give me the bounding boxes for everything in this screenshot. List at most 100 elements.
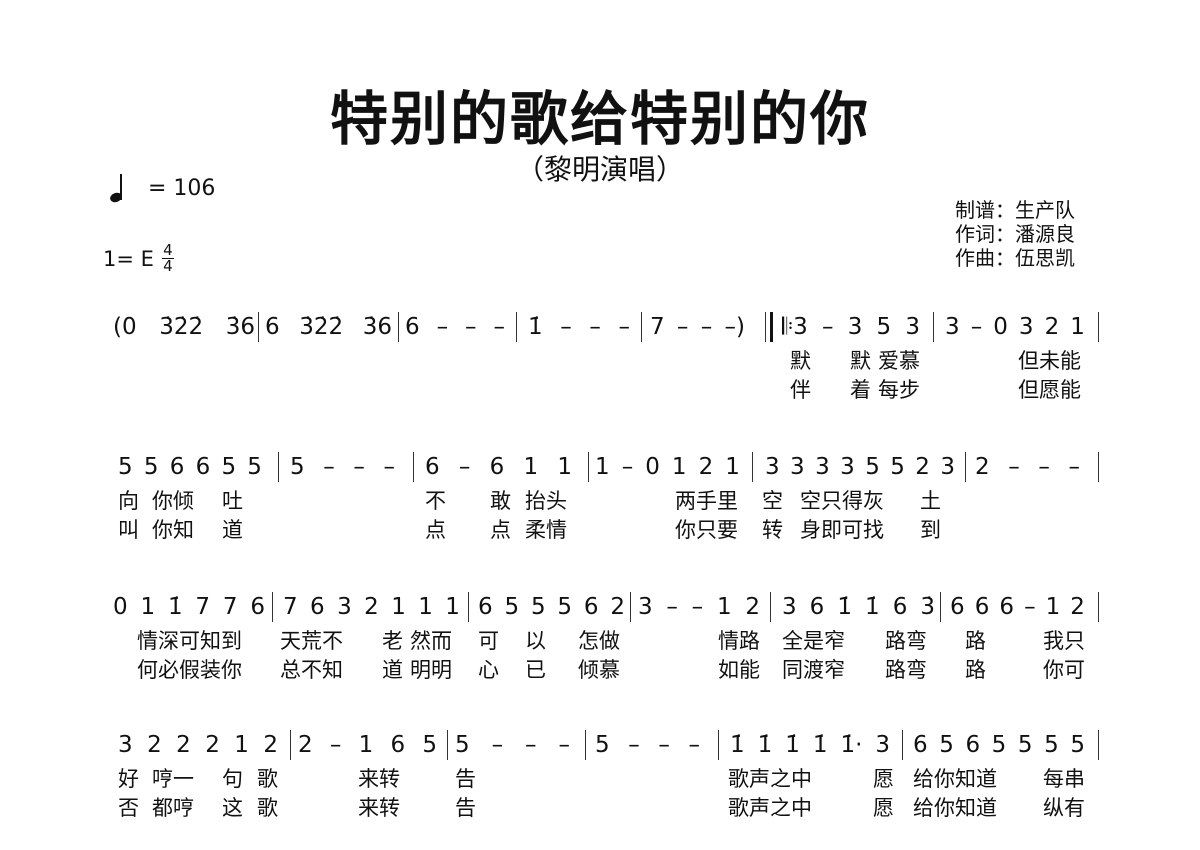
- note: 2: [298, 732, 313, 758]
- note: 5: [557, 594, 573, 620]
- note: 5: [143, 454, 159, 480]
- lyric-verse-2: 歌声之中: [728, 796, 812, 820]
- note: –: [465, 314, 477, 340]
- lyric-verse-2: 路: [965, 658, 986, 682]
- note: 2: [147, 732, 162, 758]
- note: 5: [991, 732, 1007, 758]
- note: 5: [1044, 732, 1059, 758]
- note: 1̇: [528, 314, 543, 340]
- note: 3: [1018, 314, 1034, 340]
- note: –: [700, 314, 713, 340]
- lyric-verse-1: 给你知道: [913, 767, 997, 791]
- note: 1: [358, 732, 374, 758]
- barline: [398, 312, 399, 342]
- note: 5: [221, 454, 237, 480]
- note: 1: [671, 454, 687, 480]
- note: –: [688, 732, 700, 758]
- barline: [752, 452, 753, 482]
- measure: 6–––: [405, 312, 505, 342]
- tempo-marking: = 106: [108, 172, 215, 204]
- lyric-verse-1: 怎做: [578, 629, 620, 653]
- lyric-verse-1: 老: [382, 629, 403, 653]
- lyric-verse-1: 然而: [410, 629, 452, 653]
- barline: [413, 452, 414, 482]
- note: 6: [405, 314, 420, 340]
- note: 1̇: [785, 732, 800, 758]
- barline: [933, 312, 934, 342]
- note: 1̇: [812, 732, 828, 758]
- note: 6: [999, 594, 1015, 620]
- note: (0: [113, 314, 137, 340]
- note: –: [329, 732, 342, 758]
- lyric-verse-1: 路弯: [885, 629, 927, 653]
- barline: [516, 312, 517, 342]
- note: 0: [113, 594, 128, 620]
- note: 5: [118, 454, 133, 480]
- note: –: [436, 314, 449, 340]
- barline: [290, 730, 291, 760]
- barline: [1098, 592, 1099, 622]
- time-top: 4: [163, 241, 173, 259]
- lyric-verse-1: 抬头: [525, 489, 567, 513]
- note: 3: [118, 732, 133, 758]
- note: 2: [364, 594, 379, 620]
- lyric-verse-2: 已: [525, 658, 546, 682]
- note: 1: [445, 594, 460, 620]
- lyric-verse-2: 转: [762, 518, 783, 542]
- note: 1̇: [167, 594, 183, 620]
- barline: [1098, 730, 1099, 760]
- note: 6: [489, 454, 505, 480]
- lyric-verse-1: 全是窄: [782, 629, 845, 653]
- lyric-verse-2: 心: [478, 658, 499, 682]
- note: 0: [993, 314, 1008, 340]
- lyric-verse-1: 不: [425, 489, 446, 513]
- repeat-barline: [765, 312, 773, 342]
- note: –: [560, 314, 572, 340]
- note: 1: [523, 454, 539, 480]
- note: –: [525, 732, 537, 758]
- credit-lyricist: 作词：潘源良: [955, 222, 1075, 246]
- measure: 5–––: [455, 730, 570, 760]
- note: –: [1008, 454, 1020, 480]
- note: –: [1024, 594, 1036, 620]
- note: –: [822, 314, 834, 340]
- barline: [965, 452, 966, 482]
- barline: [1098, 312, 1099, 342]
- note: 5: [455, 732, 470, 758]
- lyric-verse-1: 爱慕: [878, 349, 920, 373]
- note: 5: [530, 594, 546, 620]
- barline: [278, 452, 279, 482]
- barline: [940, 592, 941, 622]
- note: 6: [425, 454, 440, 480]
- note: 2: [263, 732, 278, 758]
- credits: 制谱：生产队 作词：潘源良 作曲：伍思凯: [955, 198, 1075, 270]
- lyric-verse-2: 点: [490, 518, 511, 542]
- lyric-verse-1: 愿: [873, 767, 894, 791]
- note: 6: [913, 732, 928, 758]
- lyric-verse-1: 敢: [490, 489, 511, 513]
- lyric-verse-1: 向: [118, 489, 139, 513]
- note: 1: [1045, 594, 1061, 620]
- note: 2: [698, 454, 714, 480]
- note: 6: [583, 594, 599, 620]
- lyric-verse-1: 句: [222, 767, 243, 791]
- barline: [258, 312, 259, 342]
- lyric-verse-1: 哼一: [152, 767, 194, 791]
- note: 2: [176, 732, 191, 758]
- note: 1̇: [865, 594, 880, 620]
- barline: [447, 730, 448, 760]
- lyric-verse-2: 身即可找: [800, 518, 884, 542]
- note: –: [628, 732, 640, 758]
- note: –: [589, 314, 601, 340]
- credit-composer: 作曲：伍思凯: [955, 246, 1075, 270]
- note: 5: [504, 594, 520, 620]
- note: 2: [610, 594, 625, 620]
- lyric-verse-2: 道: [222, 518, 243, 542]
- lyric-verse-2: 如能: [718, 658, 760, 682]
- lyric-verse-1: 默: [790, 349, 811, 373]
- note: 𝄆3: [782, 314, 808, 340]
